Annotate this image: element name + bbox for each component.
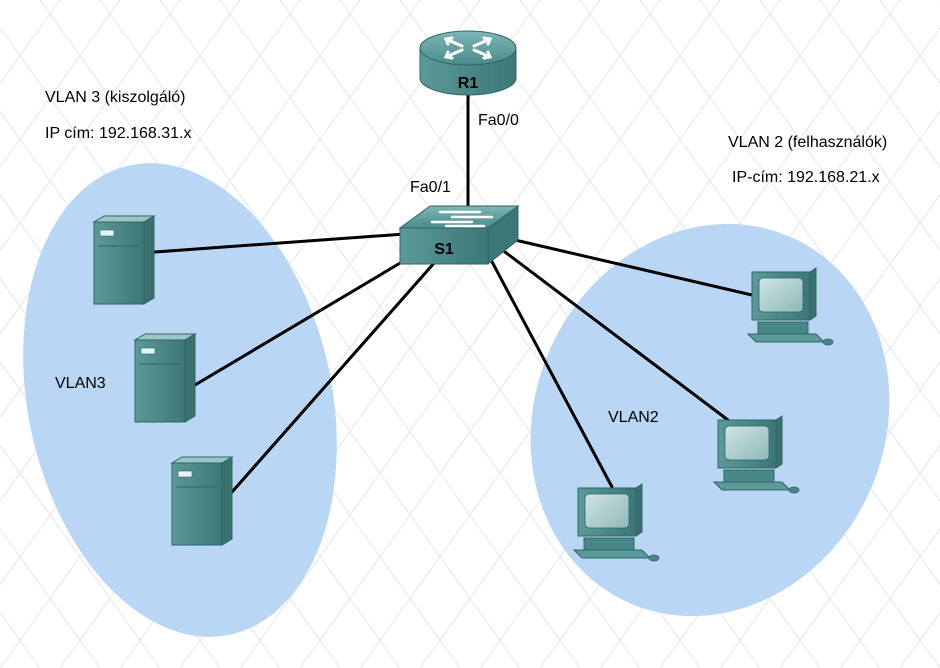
link-s1-pc-1 (513, 238, 754, 297)
server-icon[interactable] (133, 333, 197, 423)
switch-s1[interactable]: S1 (398, 205, 520, 266)
router-r1[interactable]: R1 (419, 30, 517, 96)
switch-arrows-icon (430, 210, 494, 228)
link-s1-pc-2 (503, 250, 730, 422)
vlan2-tag: VLAN2 (608, 409, 659, 426)
link-s1-pc-3 (488, 256, 614, 489)
vlan3-ip: IP cím: 192.168.31.x (45, 125, 191, 142)
vlan2-ip: IP-cím: 192.168.21.x (732, 169, 880, 186)
vlan2-title: VLAN 2 (felhasználók) (728, 134, 887, 151)
port-fa0-1-label: Fa0/1 (410, 179, 451, 196)
link-s1-server-3 (230, 260, 437, 494)
link-s1-server-1 (153, 232, 407, 254)
pc-icon[interactable] (572, 483, 660, 562)
links (153, 93, 754, 494)
vlan2-region (530, 223, 890, 617)
server-group (92, 215, 234, 546)
pc-group (572, 267, 834, 562)
switch-label: S1 (434, 241, 454, 258)
server-icon[interactable] (170, 456, 234, 546)
vlan3-title: VLAN 3 (kiszolgáló) (45, 89, 186, 106)
pc-icon[interactable] (746, 267, 834, 346)
vlan3-tag: VLAN3 (55, 375, 106, 392)
server-icon[interactable] (92, 215, 156, 305)
router-arrows-icon (443, 36, 493, 60)
pc-icon[interactable] (712, 415, 800, 494)
link-s1-server-2 (193, 254, 414, 387)
port-fa0-0-label: Fa0/0 (478, 112, 519, 129)
router-label: R1 (458, 75, 479, 92)
